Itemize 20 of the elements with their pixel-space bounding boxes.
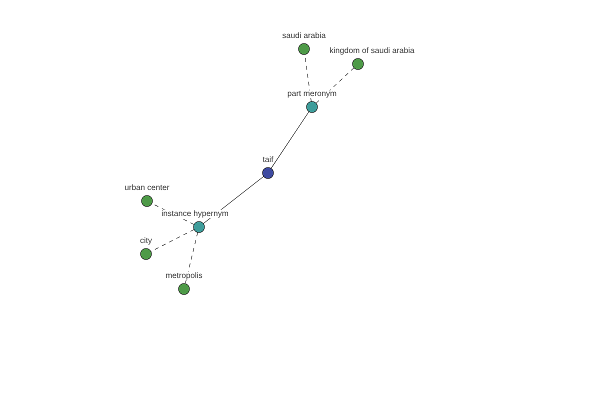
node-label: instance hypernym bbox=[162, 210, 228, 218]
node-label: taif bbox=[262, 156, 274, 162]
graph-node: saudi arabia bbox=[282, 32, 326, 55]
connector-line bbox=[185, 232, 198, 284]
graph-node: taif bbox=[262, 156, 274, 179]
node-label: kingdom of saudi arabia bbox=[330, 47, 414, 55]
node-label: city bbox=[140, 237, 152, 245]
graph-node: part meronym bbox=[286, 90, 338, 113]
node-label: urban center bbox=[125, 184, 170, 190]
graph-node: kingdom of saudi arabia bbox=[329, 46, 415, 70]
graph-node: instance hypernym bbox=[160, 210, 230, 233]
connector-line bbox=[150, 229, 194, 252]
connector-line bbox=[316, 68, 354, 104]
node-label: part meronym bbox=[288, 90, 336, 98]
graph-node: metropolis bbox=[165, 272, 203, 295]
graph-node: urban center bbox=[124, 184, 170, 207]
node-label: metropolis bbox=[166, 272, 202, 280]
connector-line bbox=[270, 111, 310, 169]
node-label: saudi arabia bbox=[282, 32, 326, 38]
graph-node: city bbox=[140, 236, 152, 260]
